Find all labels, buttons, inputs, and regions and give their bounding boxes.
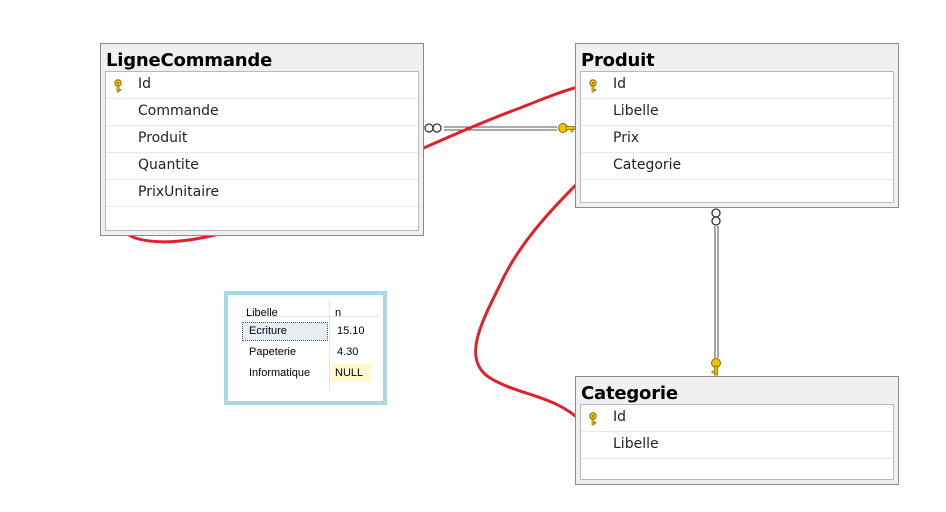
grid-cell[interactable]: 15.10 [337,325,365,337]
column-row[interactable]: Id [106,72,418,99]
grid-cell[interactable]: Ecriture [249,325,287,337]
grid-cell[interactable]: Informatique [249,367,311,379]
table-produit[interactable]: Produit Id Libelle Prix Categorie [575,43,899,208]
relationship-infinity-icon [424,123,442,133]
grid-cell[interactable]: Papeterie [249,346,297,358]
table-title: Produit [581,50,655,71]
table-lignecommande[interactable]: LigneCommande Id Commande Produit Quanti… [100,43,424,236]
column-row[interactable]: Commande [106,99,418,126]
grid-divider [241,316,379,317]
relationship-produit-categorie[interactable] [711,208,721,376]
column-name: Commande [138,103,219,119]
grid-header-n[interactable]: n [335,307,342,319]
query-result-grid: Libelle n Ecriture 15.10 Papeterie 4.30 … [224,291,387,405]
column-row[interactable]: Id [581,72,893,99]
column-row[interactable]: Categorie [581,153,893,180]
primary-key-icon [587,412,601,426]
column-row[interactable]: Produit [106,126,418,153]
column-name: Id [613,76,627,92]
relationship-infinity-icon [711,208,721,226]
annotation-stroke-categorie-to-id [474,163,598,424]
column-row[interactable]: Libelle [581,432,893,459]
column-name: Produit [138,130,188,146]
column-name: Libelle [613,436,659,452]
column-name: Categorie [613,157,682,173]
column-row[interactable]: Libelle [581,99,893,126]
grid-header-libelle[interactable]: Libelle [246,307,278,319]
column-list: Id Commande Produit Quantite PrixUnitair… [105,71,419,231]
column-list: Id Libelle [580,404,894,480]
relationship-key-icon [711,358,721,376]
primary-key-icon [112,79,126,93]
column-list: Id Libelle Prix Categorie [580,71,894,203]
table-categorie[interactable]: Categorie Id Libelle [575,376,899,485]
grid-divider [329,301,330,393]
grid-cell[interactable]: 4.30 [337,346,359,358]
column-name: Libelle [613,103,659,119]
column-row[interactable]: Prix [581,126,893,153]
column-name: Id [613,409,627,425]
selected-cell [242,322,328,341]
column-row[interactable]: PrixUnitaire [106,180,418,207]
grid-cell[interactable]: NULL [335,367,364,379]
relationship-key-icon [558,123,576,133]
column-name: Id [138,76,152,92]
column-name: Prix [613,130,640,146]
null-highlight [331,364,371,382]
column-row[interactable]: Quantite [106,153,418,180]
primary-key-icon [587,79,601,93]
relationship-lignecommande-produit[interactable] [424,123,576,133]
column-row[interactable]: Id [581,405,893,432]
table-title: LigneCommande [106,50,273,71]
column-name: Quantite [138,157,199,173]
table-title: Categorie [581,383,678,404]
column-name: PrixUnitaire [138,184,220,200]
